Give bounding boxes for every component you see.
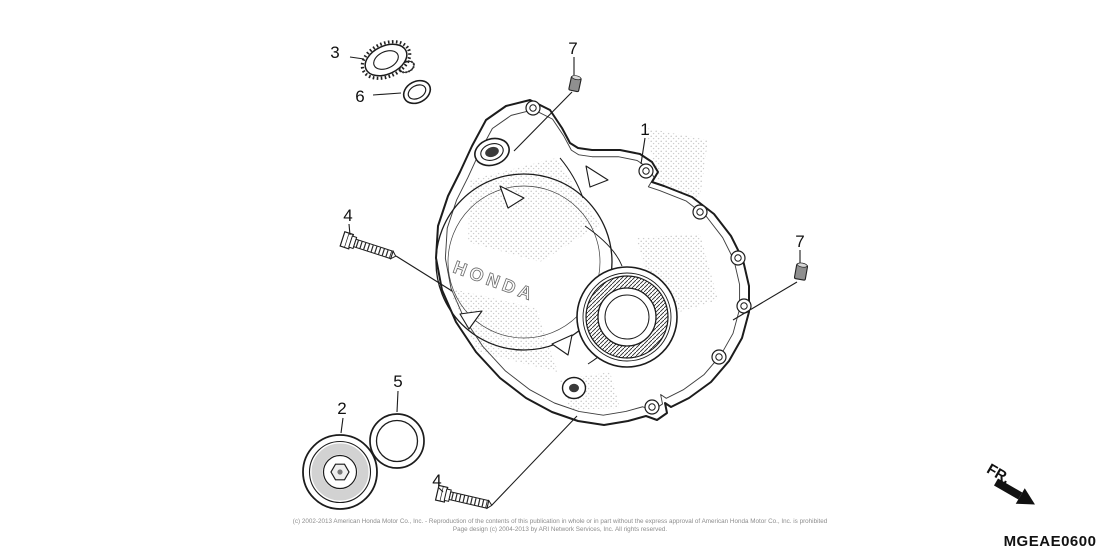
part-dowel-pin-top bbox=[568, 75, 582, 93]
callout-6: 6 bbox=[355, 87, 364, 106]
diagram-code: MGEAE0600 bbox=[1004, 533, 1097, 550]
part-flange-bolt-left bbox=[339, 231, 397, 260]
callout-4-bottom: 4 bbox=[432, 471, 441, 490]
copyright-line-1: (c) 2002-2013 American Honda Motor Co., … bbox=[293, 518, 828, 525]
part-oil-filler-cap bbox=[360, 40, 415, 80]
fr-arrow-icon bbox=[994, 478, 1035, 505]
callout-4-left: 4 bbox=[343, 206, 352, 225]
cast-wedges bbox=[459, 165, 609, 356]
filler-neck bbox=[474, 137, 510, 167]
copyright-line-2: Page design (c) 2004-2013 by ARI Network… bbox=[453, 526, 667, 533]
drain-boss bbox=[561, 376, 587, 400]
part-crankcase-cap bbox=[302, 434, 378, 510]
stipple-texture bbox=[646, 128, 708, 198]
callout-5: 5 bbox=[393, 372, 402, 391]
leader-lines bbox=[340, 56, 801, 506]
fr-direction-indicator: FR. bbox=[984, 461, 1035, 505]
bearing-opening bbox=[576, 266, 678, 368]
dome-inner-edge bbox=[447, 185, 601, 339]
dome-edge bbox=[435, 173, 613, 351]
part-oring-small bbox=[402, 79, 432, 105]
engine-cover-part: HONDA bbox=[435, 99, 752, 426]
callout-7-right: 7 bbox=[795, 232, 804, 251]
callout-3: 3 bbox=[330, 43, 339, 62]
callout-7-top: 7 bbox=[568, 39, 577, 58]
callout-2: 2 bbox=[337, 399, 346, 418]
part-oring-large bbox=[369, 413, 425, 469]
bolt-holes bbox=[525, 100, 752, 415]
part-dowel-pin-right bbox=[793, 262, 809, 281]
part-flange-bolt-bottom bbox=[434, 484, 493, 510]
callout-1: 1 bbox=[640, 120, 649, 139]
